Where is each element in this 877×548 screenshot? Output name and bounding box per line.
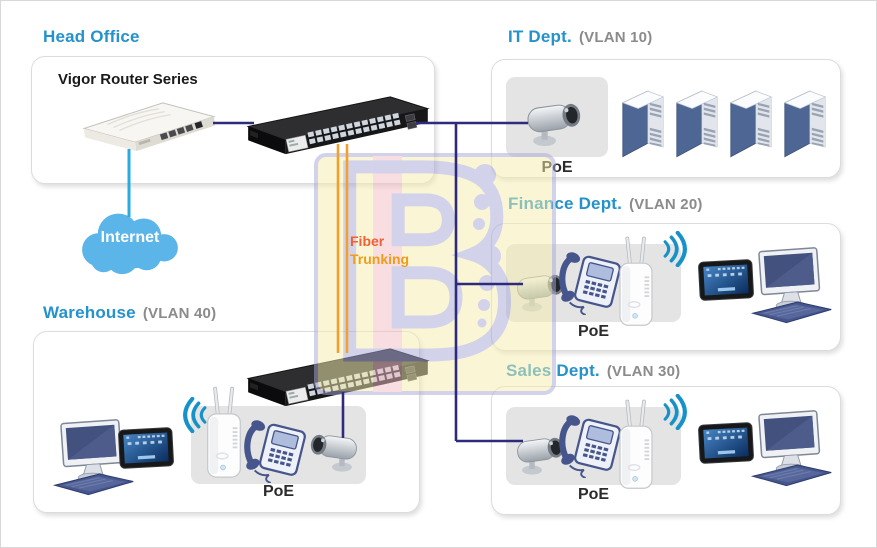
fiber-label-line1: Fiber xyxy=(350,233,385,249)
internet-label: Internet xyxy=(100,229,160,246)
tablet-icon xyxy=(117,427,175,469)
head-office-title-text: Head Office xyxy=(43,27,140,46)
poe-switch-icon xyxy=(242,87,430,164)
it-poe-label: PoE xyxy=(541,159,573,176)
server-icon xyxy=(725,83,779,161)
tablet-icon xyxy=(697,259,755,301)
tablet-icon xyxy=(697,422,755,464)
finance-dept-vlan: (VLAN 20) xyxy=(629,196,703,213)
warehouse-name: Warehouse xyxy=(43,303,136,322)
access-point-icon xyxy=(201,385,247,481)
sales-poe-label: PoE xyxy=(577,486,610,503)
fiber-trunking-label: Fiber Trunking xyxy=(350,232,409,268)
poe-switch-icon xyxy=(242,339,430,416)
sales-dept-vlan: (VLAN 30) xyxy=(606,363,681,380)
warehouse-title: Warehouse (VLAN 40) xyxy=(43,303,216,323)
finance-dept-title: Finance Dept. (VLAN 20) xyxy=(508,194,703,214)
desktop-computer-icon xyxy=(749,247,835,329)
warehouse-vlan: (VLAN 40) xyxy=(142,305,217,322)
fiber-label-line2: Trunking xyxy=(350,251,410,267)
ip-phone-icon xyxy=(244,417,308,483)
wifi-waves-icon xyxy=(653,394,697,430)
sales-dept-title: Sales Dept. (VLAN 30) xyxy=(506,361,680,381)
finance-poe-label: PoE xyxy=(577,323,610,340)
warehouse-poe-label: PoE xyxy=(262,483,295,500)
head-office-title: Head Office xyxy=(43,27,140,47)
it-dept-name: IT Dept. xyxy=(508,27,572,46)
desktop-computer-icon xyxy=(749,410,835,492)
finance-dept-name: Finance Dept. xyxy=(508,194,623,213)
vigor-router-icon xyxy=(74,95,222,160)
sales-dept-name: Sales Dept. xyxy=(506,361,600,380)
wifi-waves-icon xyxy=(653,231,697,267)
server-icon xyxy=(779,83,833,161)
it-dept-title: IT Dept. (VLAN 10) xyxy=(508,27,652,47)
router-label: Vigor Router Series xyxy=(58,71,198,88)
server-icon xyxy=(671,83,725,161)
server-icon xyxy=(617,83,671,161)
it-dept-vlan: (VLAN 10) xyxy=(578,29,653,46)
poe-camera-icon xyxy=(303,423,361,473)
poe-camera-icon xyxy=(522,91,590,147)
